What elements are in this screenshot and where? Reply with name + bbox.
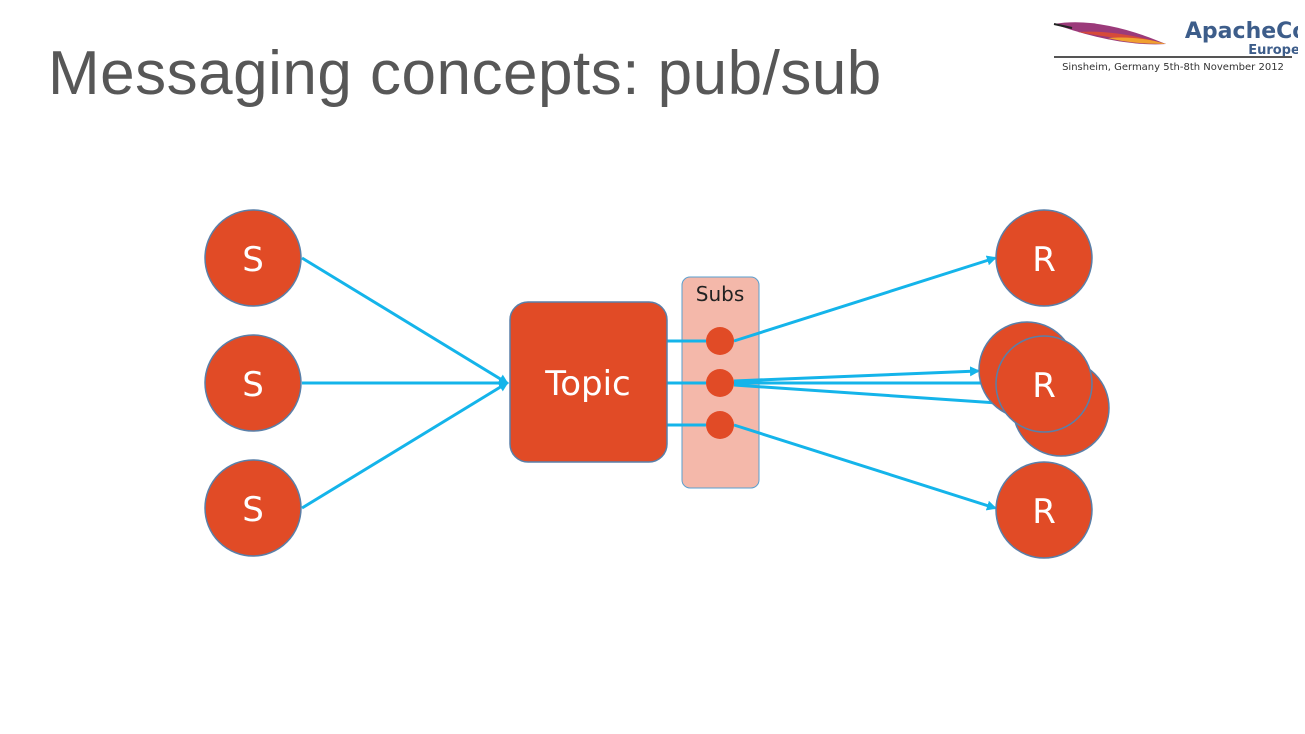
arrow-sub1-r1 (733, 255, 997, 343)
receiver-node (995, 335, 1093, 433)
arrow-s3-topic (301, 381, 509, 510)
logo-brand-line2: Europe (1248, 43, 1298, 58)
sender-node (204, 334, 302, 432)
apachecon-logo: ApacheCon Europe Sinsheim, Germany 5th-8… (1053, 19, 1298, 73)
sender-label: S (242, 490, 264, 530)
logo-tagline: Sinsheim, Germany 5th-8th November 2012 (1062, 62, 1284, 73)
sender-label: S (242, 240, 264, 280)
arrow-sub2-r2a (733, 366, 980, 383)
receiver-node (995, 209, 1093, 307)
receiver-node (995, 461, 1093, 559)
subscription-dot (706, 327, 734, 355)
sender-node (204, 209, 302, 307)
receiver-label: R (1032, 492, 1056, 532)
topic-node (509, 301, 668, 463)
slide-title: Messaging concepts: pub/sub (48, 39, 882, 108)
subscription-dot (706, 369, 734, 397)
receiver-label: R (1032, 366, 1056, 406)
receiver-label: R (1032, 240, 1056, 280)
subscription-dot (706, 411, 734, 439)
arrow-s1-topic (301, 256, 509, 385)
subs-label: Subs (696, 282, 745, 306)
topic-label: Topic (544, 364, 631, 404)
arrow-sub3-r3 (733, 423, 997, 511)
sender-label: S (242, 365, 264, 405)
logo-brand-line1: ApacheCon (1185, 19, 1298, 44)
sender-node (204, 459, 302, 557)
arrow-sub2-r2c (733, 383, 1014, 409)
